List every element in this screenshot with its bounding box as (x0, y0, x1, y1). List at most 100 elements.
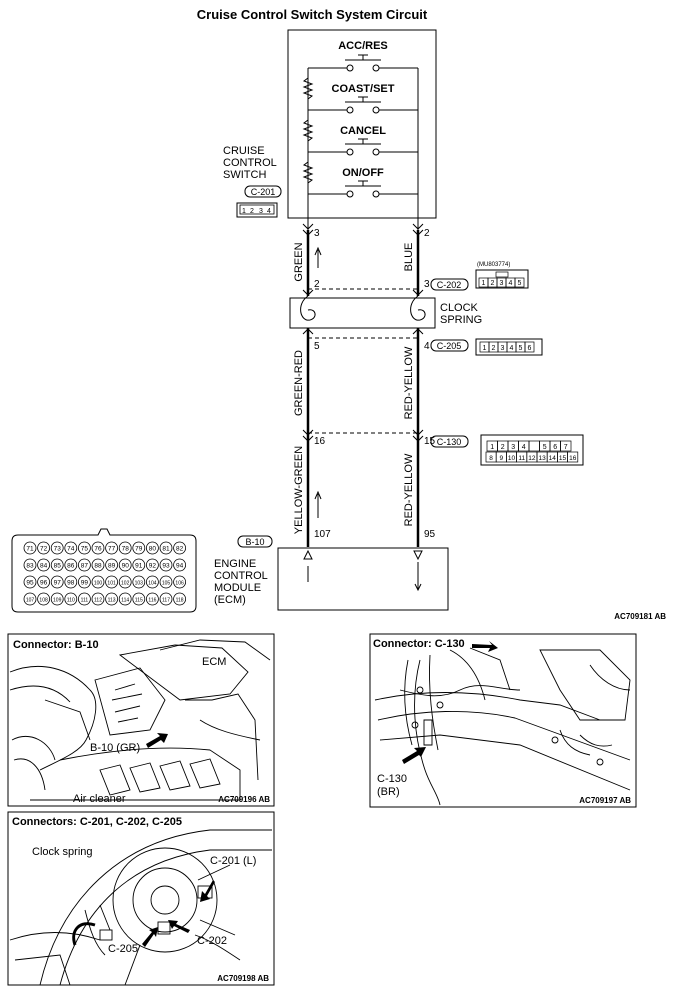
b10-pin-circle (173, 575, 187, 589)
c130-top-pin: 3 (511, 444, 515, 451)
b10-pin-circle (173, 558, 187, 572)
b10-pin-circle (50, 592, 64, 606)
b10-pin-circle (132, 575, 146, 589)
b10-pin-circle (118, 558, 132, 572)
c201-connector-face (236, 202, 278, 218)
b10-pin: 89 (108, 563, 116, 570)
b10-pin: 117 (162, 598, 170, 604)
pin-b10-right: 95 (424, 529, 436, 540)
switch-internal-wiring (302, 67, 419, 230)
b10-pin: 74 (67, 546, 75, 553)
switch-label-line-2: CONTROL (223, 157, 277, 169)
b10-pin-circle (23, 575, 37, 589)
button-label-coast-set: COAST/SET (332, 83, 395, 95)
b10-pin-circle (23, 541, 37, 555)
c205-pin: 2 (492, 345, 496, 352)
button-label-on-off: ON/OFF (342, 167, 384, 179)
b10-pin-circle (132, 558, 146, 572)
b10-pin: 80 (149, 546, 157, 553)
photo-b10-label-ecm: ECM (202, 656, 226, 668)
b10-pin: 98 (67, 580, 75, 587)
b10-pin: 90 (122, 563, 130, 570)
c202-pin: 2 (491, 280, 495, 287)
photo-c201-arrow-c201 (200, 880, 215, 902)
b10-pin: 78 (122, 546, 130, 553)
photo-c201: Connectors: C-201, C-202, C-205 Clock sp… (7, 811, 275, 986)
c202-tag-text: C-202 (437, 280, 462, 290)
b10-pin: 76 (94, 546, 102, 553)
b10-pin: 81 (162, 546, 170, 553)
photo-b10-pointer-arrow (146, 733, 168, 748)
ecm-label-2: CONTROL (214, 570, 268, 582)
c202-part-number: (MU803774) (477, 262, 510, 268)
b10-pin-circle (37, 575, 50, 589)
c205-pin: 6 (528, 345, 532, 352)
b10-pin-circle (118, 575, 132, 589)
c130-bottom-pin: 11 (518, 455, 525, 462)
b10-pin: 83 (26, 563, 34, 570)
b10-pin: 113 (108, 598, 116, 604)
b10-pin: 91 (135, 563, 143, 570)
photo-c130-dash-illustration (374, 647, 631, 806)
c130-bottom-cell (567, 451, 579, 463)
b10-pin: 111 (81, 598, 89, 604)
c205-cell (524, 341, 535, 353)
b10-pin-circle (132, 592, 146, 606)
b10-pin-circle (159, 575, 173, 589)
b10-pin: 110 (67, 598, 75, 604)
pin-b10-left: 107 (314, 529, 331, 540)
b10-connector-face (11, 528, 197, 613)
b10-pin-circle (173, 592, 187, 606)
c202-pin: 1 (482, 280, 486, 287)
b10-pin: 97 (54, 580, 62, 587)
photo-c201-code: AC709198 AB (217, 974, 269, 983)
clock-spring-coils (300, 295, 426, 321)
button-label-cancel: CANCEL (340, 125, 386, 137)
c202-tag (430, 278, 469, 291)
b10-pin-circle (145, 575, 159, 589)
switch-label-line-1: CRUISE (223, 145, 265, 157)
wire-color-green-red: GREEN-RED (293, 350, 305, 416)
pin-c205-left: 5 (314, 341, 320, 352)
b10-pin-circle (105, 541, 118, 555)
c202-pin: 4 (509, 280, 513, 287)
b10-pin: 84 (40, 563, 48, 570)
b10-pin-circle (118, 541, 132, 555)
pin-c205-right: 4 (424, 341, 430, 352)
c202-key (495, 271, 509, 278)
b10-pin: 92 (149, 563, 157, 570)
b10-pin-circle (105, 592, 118, 606)
photo-c201-label-c205: C-205 (108, 943, 138, 955)
b10-pin-circle (50, 575, 64, 589)
b10-tag (237, 535, 273, 548)
c130-bottom-pin: 9 (499, 455, 503, 462)
c201-tag-text: C-201 (251, 187, 276, 197)
photo-c201-label-c201: C-201 (L) (210, 855, 256, 867)
photo-b10-engine-illustration (9, 639, 271, 801)
b10-pin-circle (91, 592, 105, 606)
photo-c201-label-clock-spring: Clock spring (32, 846, 93, 858)
photo-c201-arrow-c205 (142, 927, 158, 947)
photo-c201-label-c202: C-202 (197, 935, 227, 947)
c130-top-pin: 5 (543, 444, 547, 451)
c130-top-cell (528, 440, 540, 452)
c130-top-pin: 1 (490, 444, 494, 451)
wire-color-blue: BLUE (403, 243, 415, 272)
b10-pin-circle (145, 541, 159, 555)
photo-c130-label-1: C-130 (377, 773, 407, 785)
c205-tag-text: C-205 (437, 341, 462, 351)
clock-spring-box (289, 297, 436, 329)
c205-pin: 3 (501, 345, 505, 352)
b10-pin-circle (132, 541, 146, 555)
photo-c130-label-2: (BR) (377, 786, 400, 798)
b10-pin-circle (105, 558, 118, 572)
c130-bottom-pin: 16 (569, 455, 577, 462)
b10-pin-circle (91, 558, 105, 572)
c130-top-cell (560, 440, 572, 452)
wire-color-red-yellow-lower: RED-YELLOW (403, 453, 415, 526)
c130-bottom-pin: 10 (508, 455, 516, 462)
b10-pin-circle (64, 575, 78, 589)
c205-connector-face (475, 338, 543, 356)
